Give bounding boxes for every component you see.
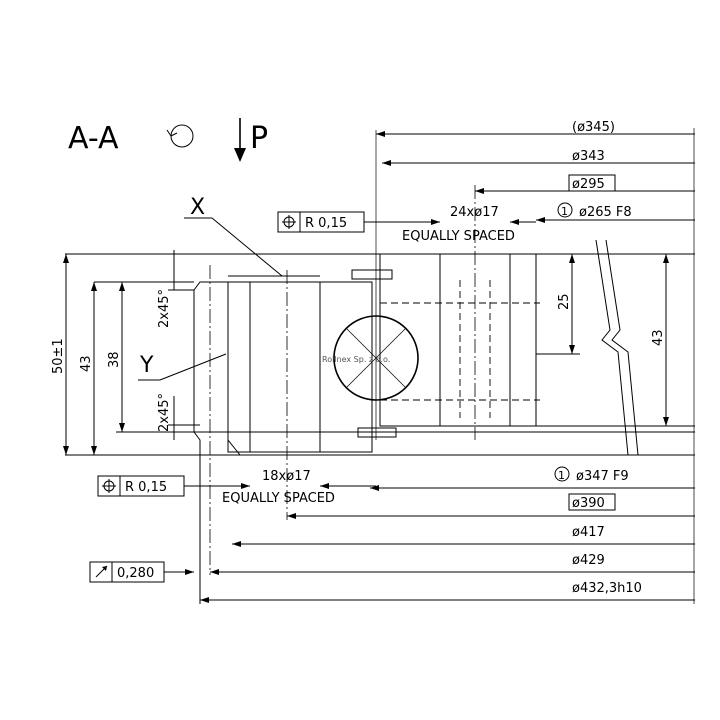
- bottom-position-tolerance: R 0,15: [125, 480, 167, 495]
- top-holes-note: EQUALLY SPACED: [402, 229, 515, 244]
- dim-d265-ref: 1: [561, 205, 568, 218]
- dim-d390: ø390: [572, 496, 605, 511]
- top-diameter-dims: (ø345) ø343 ø295 1 ø265 F8: [376, 120, 695, 223]
- detail-x-label: X: [190, 195, 205, 220]
- dim-inner-total: 43: [651, 329, 666, 346]
- rotation-icon: [166, 124, 194, 148]
- watermark: Rollnex Sp. z o.o.: [322, 355, 390, 364]
- dim-d265: ø265 F8: [579, 205, 632, 220]
- down-arrow-icon: [234, 118, 246, 162]
- top-position-tolerance: R 0,15: [305, 216, 347, 231]
- load-marker: P: [250, 121, 268, 156]
- dim-d343: ø343: [572, 149, 605, 164]
- dim-chamfer-bottom: 2x45°: [157, 393, 172, 432]
- bottom-holes-note: EQUALLY SPACED: [222, 491, 335, 506]
- top-position-frame: R 0,15: [277, 211, 536, 233]
- dim-d295: ø295: [572, 177, 605, 192]
- dim-height-inner: 38: [107, 351, 122, 368]
- break-line: [595, 239, 639, 456]
- top-holes-count: 24xø17: [450, 205, 499, 220]
- dim-chamfer-top: 2x45°: [157, 289, 172, 328]
- dim-inner-section: 25: [557, 293, 572, 310]
- dim-d347-ref: 1: [558, 469, 565, 482]
- left-height-dims: 50±1 43 38 2x45° 2x45°: [51, 250, 210, 455]
- right-height-dims: 25 43: [536, 254, 695, 427]
- bottom-position-frame: R 0,15: [97, 475, 376, 497]
- bottom-holes-count: 18xø17: [262, 469, 311, 484]
- dim-d429: ø429: [572, 553, 605, 568]
- bottom-diameter-dims: 1 ø347 F9 ø390 ø417 ø429 ø432,3h10: [199, 128, 695, 604]
- section-title: A-A: [68, 121, 119, 156]
- runout-frame: 0,280: [89, 561, 194, 583]
- dim-d345: (ø345): [572, 120, 615, 135]
- dim-height-total: 50±1: [51, 338, 66, 374]
- detail-y-label: Y: [139, 353, 154, 378]
- lower-seal: [357, 427, 397, 438]
- dim-d417: ø417: [572, 525, 605, 540]
- dim-d432: ø432,3h10: [572, 581, 642, 596]
- upper-seal: [351, 269, 393, 280]
- runout-tolerance: 0,280: [117, 566, 154, 581]
- dim-height-outer: 43: [79, 355, 94, 372]
- dim-d347: ø347 F9: [576, 469, 629, 484]
- outer-ring-section: [193, 275, 373, 456]
